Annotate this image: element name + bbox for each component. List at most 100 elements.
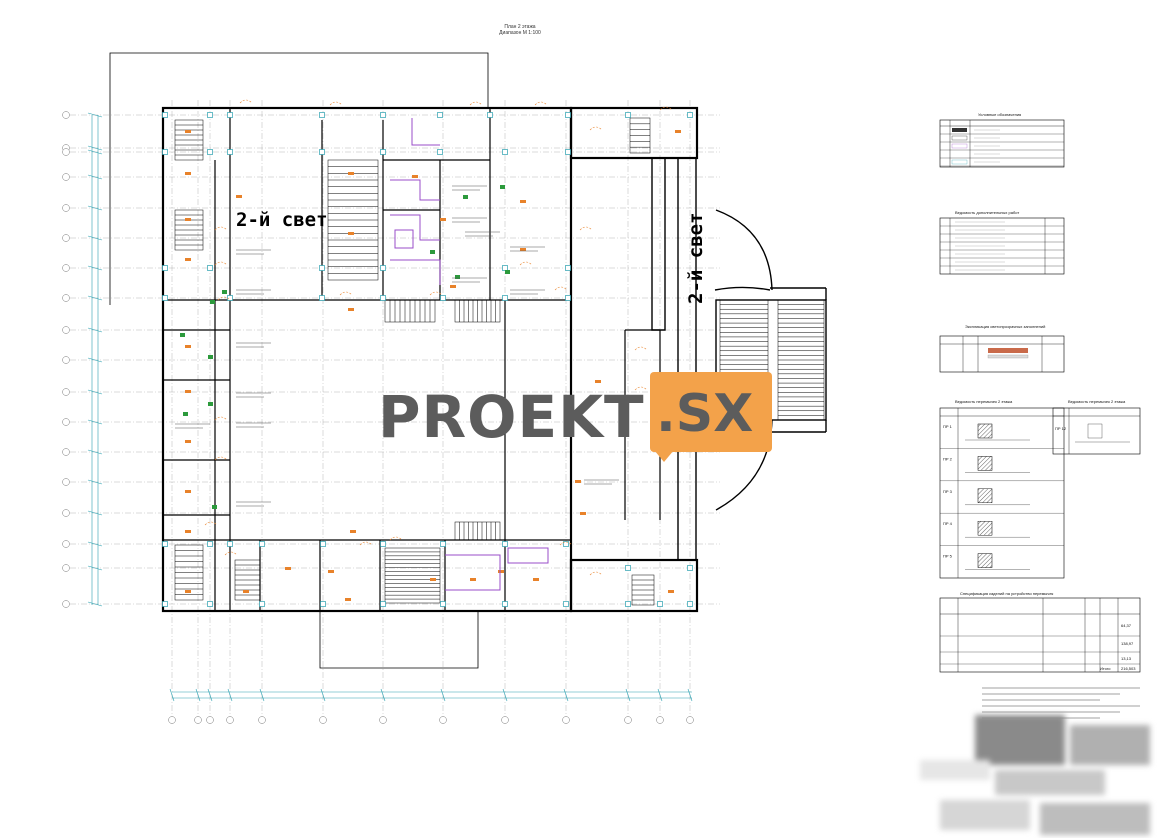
dim-tick bbox=[169, 688, 175, 702]
stamp-block-blurred bbox=[920, 715, 1160, 838]
green-marker bbox=[222, 290, 227, 294]
axis-bubble bbox=[258, 716, 266, 724]
door-swing bbox=[589, 126, 603, 131]
room-tag bbox=[350, 530, 356, 533]
legend-table: Условные обозначения bbox=[939, 112, 1065, 168]
axis-bubble bbox=[439, 716, 447, 724]
room-tag bbox=[185, 345, 191, 348]
works-table: Ведомость дополнительных работ bbox=[939, 210, 1065, 275]
dim-tick bbox=[87, 327, 103, 333]
lintel-mark: ПР 5 bbox=[943, 554, 953, 559]
column bbox=[207, 601, 213, 607]
dim-tick bbox=[207, 688, 213, 702]
column bbox=[380, 601, 386, 607]
column bbox=[625, 565, 631, 571]
door-swing bbox=[389, 536, 403, 541]
lintel-section bbox=[977, 521, 993, 536]
column bbox=[687, 565, 693, 571]
column bbox=[565, 295, 571, 301]
spec-total-value: 216,503 bbox=[1121, 666, 1136, 671]
axis-bubble bbox=[562, 716, 570, 724]
room-tag bbox=[345, 598, 351, 601]
room-tag bbox=[348, 172, 354, 175]
room-tag bbox=[498, 570, 504, 573]
door-swing bbox=[589, 571, 603, 576]
dim-tick bbox=[440, 688, 446, 702]
plumbing-partitions bbox=[390, 118, 549, 591]
axis-bubble bbox=[319, 716, 327, 724]
axis-bubble bbox=[62, 264, 70, 272]
column bbox=[657, 601, 663, 607]
column bbox=[319, 112, 325, 118]
green-marker bbox=[430, 250, 435, 254]
column bbox=[487, 112, 493, 118]
column bbox=[207, 265, 213, 271]
dim-tick bbox=[87, 601, 103, 607]
horizontal-axis-lines bbox=[70, 114, 720, 605]
dim-tick bbox=[87, 295, 103, 301]
door-swing bbox=[214, 226, 228, 231]
dim-tick bbox=[687, 688, 693, 702]
column bbox=[319, 149, 325, 155]
building-walls bbox=[161, 106, 699, 613]
door-swing bbox=[634, 346, 648, 351]
door-swing bbox=[659, 106, 673, 111]
column bbox=[227, 149, 233, 155]
door-swing bbox=[634, 386, 648, 391]
column bbox=[687, 601, 693, 607]
room-tag bbox=[580, 512, 586, 515]
axis-bubbles bbox=[62, 111, 694, 724]
lintel-section-outline bbox=[977, 521, 993, 536]
axis-bubble bbox=[379, 716, 387, 724]
door-swing bbox=[214, 456, 228, 461]
stairs bbox=[174, 117, 825, 606]
door-swing bbox=[579, 226, 593, 231]
axis-bubble bbox=[62, 388, 70, 396]
axis-bubble bbox=[624, 716, 632, 724]
axis-bubble bbox=[206, 716, 214, 724]
dim-tick bbox=[87, 541, 103, 547]
door-swing bbox=[224, 551, 238, 556]
dim-tick bbox=[195, 688, 201, 702]
column bbox=[437, 112, 443, 118]
column bbox=[162, 541, 168, 547]
room-tag bbox=[450, 285, 456, 288]
drawing-title: План 2 этажа Диапазон М 1:100 bbox=[460, 24, 580, 36]
column bbox=[565, 149, 571, 155]
lintel-section bbox=[977, 553, 993, 568]
axis-bubble bbox=[226, 716, 234, 724]
watermark-right-text: .SX bbox=[656, 384, 754, 444]
axis-bubble bbox=[62, 204, 70, 212]
interior-walls bbox=[163, 108, 661, 611]
room-tag bbox=[470, 578, 476, 581]
dim-tick bbox=[87, 449, 103, 455]
room-tag bbox=[668, 590, 674, 593]
lintel-section bbox=[977, 488, 993, 503]
lintel-section-outline bbox=[977, 553, 993, 568]
column bbox=[563, 541, 569, 547]
dim-tick bbox=[87, 389, 103, 395]
green-marker bbox=[180, 333, 185, 337]
room-tag bbox=[236, 195, 242, 198]
green-marker bbox=[208, 355, 213, 359]
dim-tick bbox=[227, 688, 233, 702]
room-tag bbox=[185, 218, 191, 221]
column bbox=[162, 295, 168, 301]
plan-annotations bbox=[175, 185, 619, 507]
drawing-title-line-2: Диапазон М 1:100 bbox=[499, 30, 541, 36]
column bbox=[440, 295, 446, 301]
lintel-section-outline bbox=[977, 456, 993, 471]
wall-openings bbox=[204, 99, 673, 576]
legend-swatch bbox=[951, 143, 968, 149]
lintel-schedule-right: Ведомость перемычек 2 этажа ПР 12 bbox=[1052, 399, 1141, 455]
column bbox=[227, 112, 233, 118]
door-swing bbox=[534, 101, 548, 106]
column bbox=[502, 601, 508, 607]
dim-tick bbox=[259, 688, 265, 702]
opening-markers bbox=[180, 185, 510, 509]
room-tag bbox=[328, 570, 334, 573]
column bbox=[259, 601, 265, 607]
dimension-chains bbox=[91, 115, 692, 699]
spec-mass-3: 13,13 bbox=[1121, 656, 1132, 661]
axis-bubble bbox=[194, 716, 202, 724]
